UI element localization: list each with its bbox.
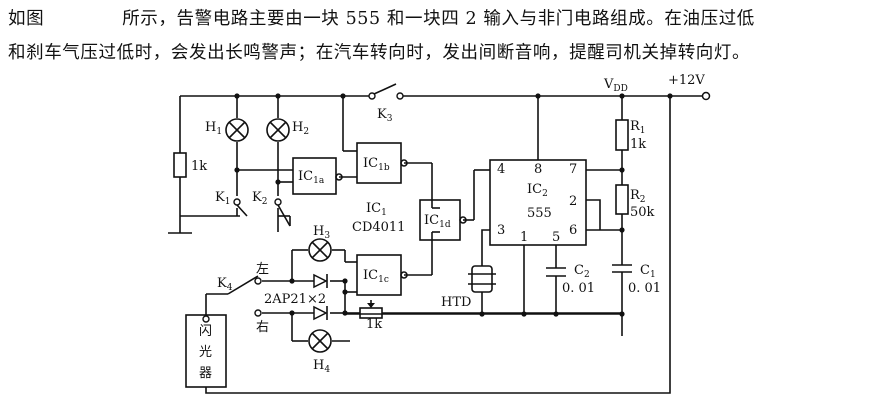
description-text: 如图所示，告警电路主要由一块 555 和一块四 2 输入与非门电路组成。在油压过… [8,2,888,70]
gate-ic1c-label: IC1c [363,268,389,285]
lamp-h1 [225,118,249,142]
timer-pin-2: 2 [569,194,577,209]
resistor-r2-label: R2 [630,188,646,205]
labels: VDD +12V H1 H2 H3 H4 K1 K2 K3 K4 1k R1 1… [191,73,705,381]
resistor-r1 [615,119,629,151]
diodes-label: 2AP21×2 [264,292,326,307]
switch-k1 [236,204,248,217]
diode-left [313,273,328,289]
flasher-char-1: 闪 [199,324,212,339]
capacitor-c2 [546,267,566,277]
potentiometer-value: 1k [366,317,382,332]
timer-pin-5: 5 [552,230,560,245]
capacitor-c2-value: 0. 01 [562,281,595,296]
timer-pin-4: 4 [497,162,505,177]
capacitor-c1 [612,264,632,273]
flasher-char-2: 光 [199,345,212,360]
description-line-1: 如图所示，告警电路主要由一块 555 和一块四 2 输入与非门电路组成。在油压过… [8,9,755,29]
gate-ic1c [356,254,408,296]
capacitor-c1-label: C1 [640,263,656,280]
wires [168,95,703,394]
resistor-left-value: 1k [191,159,207,174]
supply-voltage-label: +12V [668,73,705,88]
gate-ic1d [419,199,467,241]
gate-ic1a [292,157,343,195]
lamp-h3-label: H3 [313,224,330,241]
description-line-2: 和刹车气压过低时，会发出长鸣警声；在汽车转向时，发出间断音响，提醒司机关掉转向灯… [8,43,751,63]
switch-k3 [373,83,397,95]
gate-ic1b [356,142,408,184]
lamp-h4-label: H4 [313,358,330,375]
timer-pin-7: 7 [569,162,577,177]
timer-pin-1: 1 [520,230,528,245]
vdd-label: VDD [603,77,628,94]
switch-k4-label: K4 [217,276,233,293]
ic1-part-number: CD4011 [352,220,405,235]
turn-right-label: 右 [256,320,269,335]
resistor-1k-left [173,152,187,178]
diode-right [313,305,328,321]
lamp-h2 [266,118,290,142]
potentiometer-1k [359,300,622,319]
gate-ic1d-label: IC1d [424,213,451,230]
buzzer-htd [468,265,496,293]
timer-pin-6: 6 [569,223,577,238]
switch-k1-label: K1 [215,190,230,207]
lamp-h4 [308,329,332,353]
timer-label: IC2 [527,182,548,199]
terminals [202,91,711,323]
gate-ic1a-label: IC1a [298,169,325,186]
buzzer-label: HTD [441,295,471,310]
gate-ic1b-label: IC1b [363,156,390,173]
flasher-char-3: 器 [199,366,212,381]
ic1-label: IC1 [366,201,387,218]
lamp-h1-label: H1 [205,120,222,137]
capacitor-c2-label: C2 [574,263,590,280]
turn-left-label: 左 [256,262,269,277]
timer-part-number: 555 [527,206,552,221]
switch-k2 [277,204,291,227]
resistor-r1-label: R1 [630,119,646,136]
lamp-h2-label: H2 [292,120,309,137]
flasher-box [185,314,227,388]
resistor-r2-value: 50k [630,205,655,220]
timer-pin-3: 3 [497,223,505,238]
switch-k2-label: K2 [252,190,267,207]
lamp-h3 [308,238,332,262]
switch-k3-label: K3 [377,107,393,124]
timer-pin-8: 8 [534,162,542,177]
resistor-r1-value: 1k [630,137,646,152]
capacitor-c1-value: 0. 01 [628,281,661,296]
timer-555-body [489,159,587,246]
resistor-r2 [615,184,629,215]
